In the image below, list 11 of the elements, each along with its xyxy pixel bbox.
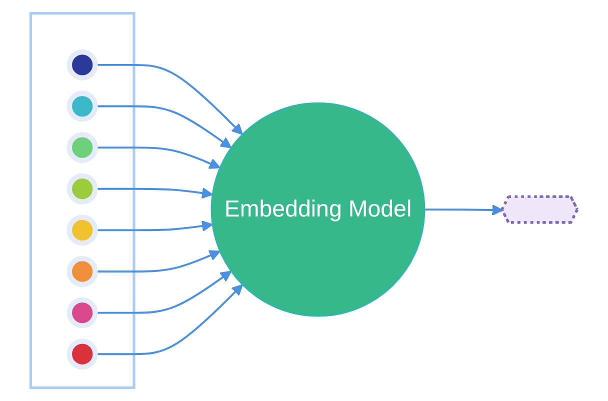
node-circle bbox=[66, 256, 98, 287]
node-circle bbox=[66, 173, 98, 204]
node-circle bbox=[66, 132, 98, 164]
cluster bbox=[29, 12, 136, 389]
node-circle bbox=[66, 297, 98, 328]
node-circle bbox=[66, 90, 98, 122]
node-circle bbox=[66, 214, 98, 246]
node-circle bbox=[66, 338, 98, 370]
arrow bbox=[424, 204, 504, 216]
node-circle bbox=[66, 49, 98, 80]
node-circle bbox=[210, 102, 426, 317]
